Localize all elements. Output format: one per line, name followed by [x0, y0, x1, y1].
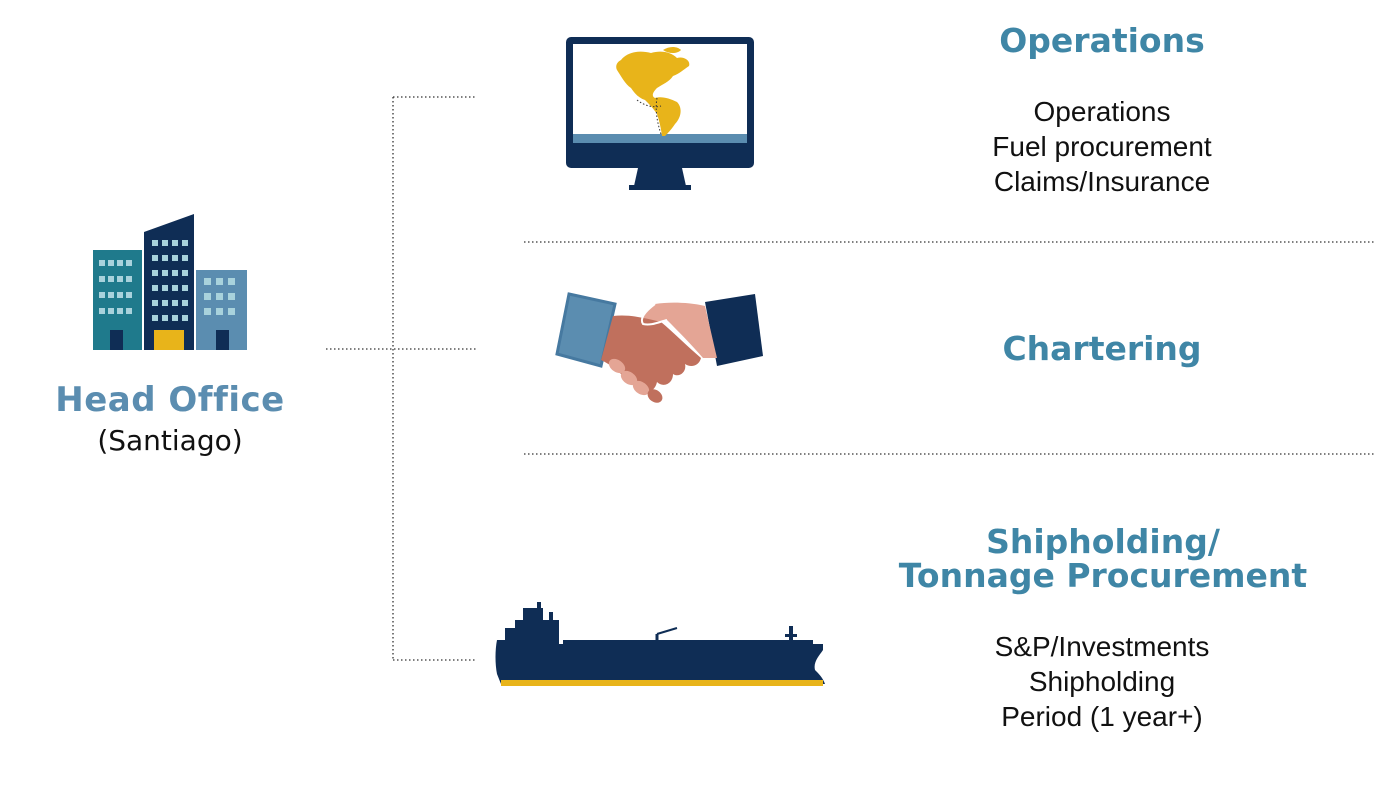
shipholding-item: Shipholding: [1028, 666, 1176, 697]
operations-item: Operations: [1033, 96, 1171, 127]
operations-section-title: Operations: [900, 24, 1304, 58]
operations-item: Fuel procurement: [992, 131, 1212, 162]
operations-item: Claims/Insurance: [993, 166, 1211, 197]
operations-item-list: Operations Fuel procurement Claims/Insur…: [900, 94, 1304, 199]
shipholding-item: Period (1 year+): [1001, 701, 1203, 732]
operations-title-line: Operations: [999, 21, 1205, 60]
shipholding-title-line-1: Shipholding/: [986, 522, 1220, 561]
head-office-title: Head Office: [55, 380, 285, 420]
computer-monitor-map-icon: [566, 37, 754, 190]
shipholding-section-title: Shipholding/ Tonnage Procurement: [880, 525, 1326, 593]
chartering-section-title: Chartering: [900, 332, 1304, 366]
handshake-icon: [555, 292, 763, 403]
head-office-subtitle: (Santiago): [97, 424, 243, 457]
shipholding-item-list: S&P/Investments Shipholding Period (1 ye…: [900, 629, 1304, 734]
chartering-title-line: Chartering: [1002, 329, 1202, 368]
shipholding-title-line-2: Tonnage Procurement: [898, 556, 1308, 595]
office-buildings-icon: [93, 214, 247, 350]
shipholding-item: S&P/Investments: [994, 631, 1210, 662]
tanker-ship-icon: [495, 602, 825, 686]
